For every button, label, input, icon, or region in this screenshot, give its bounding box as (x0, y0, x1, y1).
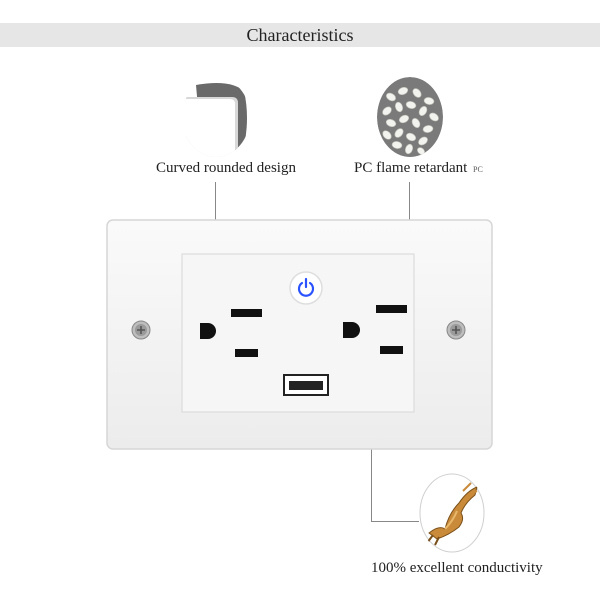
usb-port-icon (283, 374, 329, 396)
page-title: Characteristics (246, 25, 354, 45)
conductivity-connector-line (371, 448, 372, 522)
pc-flame-label: PC flame retardant (354, 160, 468, 176)
conductivity-connector-hline (371, 521, 419, 522)
curved-design-image (182, 77, 250, 157)
pc-small-label: PC (473, 165, 483, 174)
conductivity-label: 100% excellent conductivity (371, 560, 543, 576)
power-button-icon (289, 271, 323, 305)
screw-icon (446, 320, 466, 340)
curved-connector-line (215, 182, 216, 220)
screw-icon (131, 320, 151, 340)
copper-contact-image (419, 473, 485, 553)
header-bar (0, 23, 600, 47)
pc-pellets-image (377, 77, 443, 157)
left-receptacle (200, 309, 262, 357)
wall-outlet (106, 219, 493, 450)
pc-connector-line (409, 182, 410, 220)
curved-design-label: Curved rounded design (156, 160, 296, 176)
right-receptacle (343, 305, 407, 354)
